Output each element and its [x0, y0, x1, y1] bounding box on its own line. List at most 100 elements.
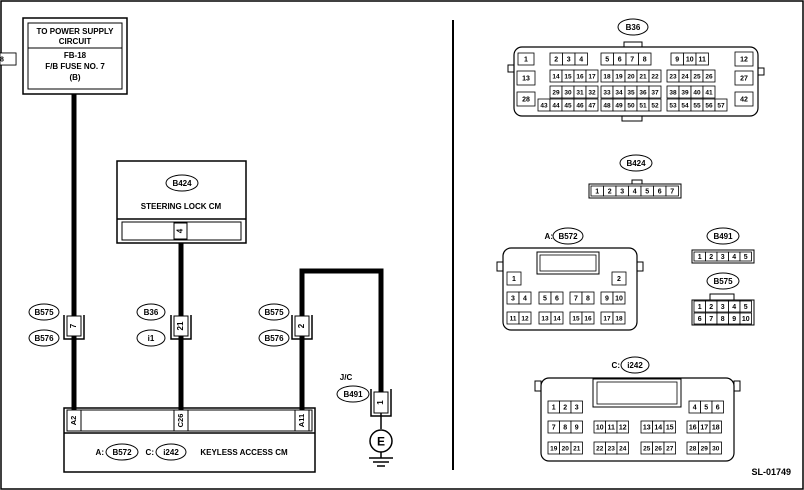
- i242-pin-12: 12: [619, 425, 627, 432]
- b36-pin-12: 12: [740, 57, 748, 64]
- b36-pin-14: 14: [552, 73, 560, 80]
- b572-pin-1-cell: [506, 271, 522, 286]
- i242-pin-9-cell: [570, 420, 583, 434]
- b36-pin-10: 10: [686, 57, 694, 64]
- b491-pin-2: 2: [709, 254, 713, 261]
- inline-2-top: B36: [144, 308, 159, 317]
- keyless-conn-a: B572: [112, 448, 132, 457]
- b36-pin-28-cell: [516, 91, 536, 107]
- legend-b36-name: B36: [626, 23, 641, 32]
- b575-pin-10-cell: [739, 312, 752, 325]
- b572-pin-13: 13: [541, 315, 549, 322]
- i242-pin-15-cell: [663, 420, 676, 434]
- b424-pin-4: 4: [633, 189, 637, 196]
- b572-pin-14: 14: [553, 315, 561, 322]
- b36-pin-24: 24: [681, 73, 689, 80]
- b36-pin-25: 25: [693, 73, 701, 80]
- b572-pin-16-cell: [581, 311, 595, 325]
- inline-3-bottom: B576: [264, 334, 284, 343]
- b491-pin-5: 5: [744, 254, 748, 261]
- b36-pin-11-cell: [695, 52, 709, 66]
- b424-pin-7-cell: [665, 185, 679, 197]
- steering-lock-connector-oval: [165, 174, 199, 192]
- b36-pin-42: 42: [740, 97, 748, 104]
- b572-pin-8-cell: [581, 291, 595, 305]
- b36-pin-22-cell: [648, 69, 662, 83]
- b36-pin-50: 50: [627, 102, 635, 109]
- i242-pin-3-cell: [570, 400, 583, 414]
- keyless-prefix-a: A:: [96, 448, 104, 457]
- i242-pin-12-cell: [616, 420, 629, 434]
- i242-pin-15: 15: [666, 425, 674, 432]
- i242-pin-28: 28: [689, 445, 697, 452]
- keyless-pin-a2: A2: [69, 416, 78, 426]
- i242-pin-18: 18: [712, 425, 720, 432]
- inline-3-pin: 2: [297, 323, 306, 328]
- b424-pin-1: 1: [595, 189, 599, 196]
- inline-1-top: B575: [34, 308, 54, 317]
- inline-1-pin: 7: [69, 323, 78, 328]
- b572-pin-2-cell: [611, 271, 627, 286]
- b36-pin-19: 19: [615, 73, 623, 80]
- b36-pin-31: 31: [576, 89, 584, 96]
- b572-pin-17: 17: [603, 315, 611, 322]
- b36-pin-52-cell: [648, 98, 662, 112]
- wires: [71, 94, 384, 410]
- footer-code: SL-01749: [751, 467, 791, 477]
- b575-pin-3: 3: [721, 304, 725, 311]
- b36-pin-30: 30: [564, 89, 572, 96]
- b36-pin-40: 40: [693, 89, 701, 96]
- b572-pin-10-cell: [612, 291, 626, 305]
- inline-1-bottom: B576: [34, 334, 54, 343]
- b491-pin-1: 1: [698, 254, 702, 261]
- i242-pin-30-cell: [709, 441, 722, 455]
- inline-connector-1: 7 B575 B576: [28, 303, 85, 347]
- i242-pin-17: 17: [700, 425, 708, 432]
- b572-pin-7: 7: [574, 296, 578, 303]
- b36-pin-56: 56: [705, 102, 713, 109]
- b572-pin-8: 8: [586, 296, 590, 303]
- power-supply-box: TO POWER SUPPLY CIRCUIT FB-18 F/B FUSE N…: [22, 17, 128, 95]
- b36-pin-57: 57: [717, 102, 725, 109]
- legend-b575-name: B575: [713, 277, 733, 286]
- ground-label: E: [377, 435, 385, 449]
- b424-pin-6: 6: [658, 189, 662, 196]
- legend-b572-name: B572: [558, 232, 578, 241]
- b36-pin-8: 8: [643, 57, 647, 64]
- b575-pin-10: 10: [742, 316, 750, 323]
- b575-pin-2: 2: [709, 304, 713, 311]
- b36-pin-38: 38: [669, 89, 677, 96]
- i242-pin-11: 11: [608, 425, 616, 432]
- b575-pin-9: 9: [732, 316, 736, 323]
- b575-pin-5: 5: [744, 304, 748, 311]
- b575-pin-1: 1: [698, 304, 702, 311]
- b36-pin-57-cell: [714, 98, 728, 112]
- b36-pin-37: 37: [651, 89, 659, 96]
- i242-pin-5: 5: [704, 405, 708, 412]
- b36-pin-16: 16: [576, 73, 584, 80]
- b36-pin-20: 20: [627, 73, 635, 80]
- b36-pin-23: 23: [669, 73, 677, 80]
- b424-pin-7: 7: [670, 189, 674, 196]
- b36-pin-47-cell: [585, 98, 599, 112]
- i242-pin-2: 2: [563, 405, 567, 412]
- steering-lock-label: STEERING LOCK CM: [141, 202, 222, 211]
- i242-pin-1: 1: [552, 405, 556, 412]
- i242-pin-24: 24: [619, 445, 627, 452]
- b36-pin-5: 5: [605, 57, 609, 64]
- b36-pin-51: 51: [639, 102, 647, 109]
- steering-lock-cm: B424 STEERING LOCK CM 4: [116, 160, 247, 244]
- b36-pin-15: 15: [564, 73, 572, 80]
- b36-pin-53: 53: [669, 102, 677, 109]
- b36-pin-35: 35: [627, 89, 635, 96]
- jc-connector: B491: [343, 390, 363, 399]
- legend-b572-prefix: A:: [545, 232, 553, 241]
- b575-pin-5-cell: [739, 300, 752, 313]
- b572-pin-12: 12: [521, 315, 529, 322]
- i242-pin-21-cell: [570, 441, 583, 455]
- b36-pin-29: 29: [552, 89, 560, 96]
- keyless-label: KEYLESS ACCESS CM: [200, 448, 288, 457]
- legend-b491-name: B491: [713, 232, 733, 241]
